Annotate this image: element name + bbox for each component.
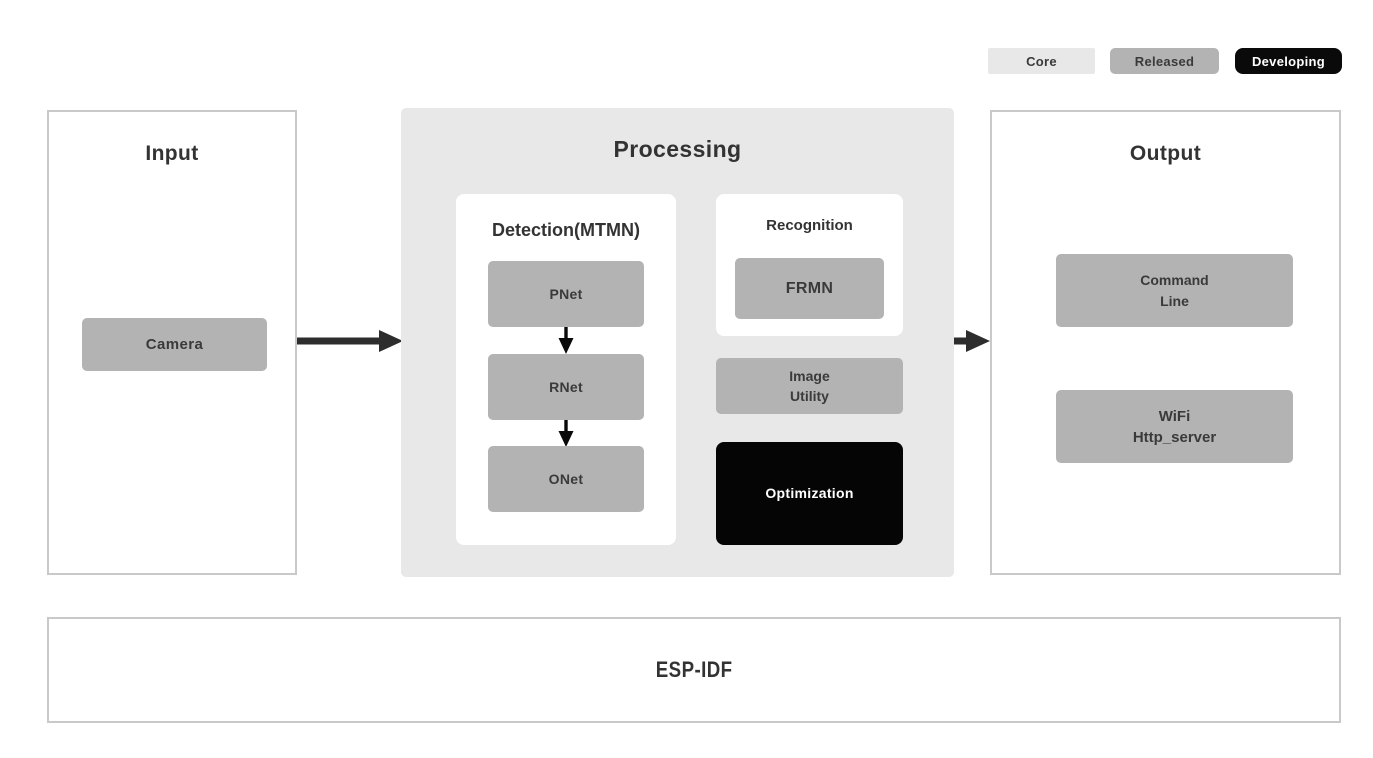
arrow-down-icon	[558, 327, 574, 354]
input-panel-title: Input	[145, 142, 199, 165]
module-wifi-http-server: WiFi Http_server	[1056, 390, 1293, 463]
arrow-right-icon	[954, 330, 990, 352]
detection-title: Detection(MTMN)	[492, 220, 640, 240]
camera-label: Camera	[145, 336, 204, 353]
command-line-line2: Line	[1160, 292, 1189, 309]
arrow-right-icon	[297, 330, 403, 352]
legend-released-label: Released	[1134, 53, 1195, 69]
frmn-label: FRMN	[785, 280, 834, 297]
module-pnet: PNet	[488, 261, 644, 327]
module-frmn: FRMN	[735, 258, 884, 319]
wifi-line2: Http_server	[1132, 428, 1217, 446]
rnet-label: RNet	[549, 378, 583, 395]
legend-item-core: Core	[988, 48, 1095, 74]
esp-idf-title: ESP-IDF	[655, 657, 733, 682]
output-panel-title: Output	[1129, 142, 1202, 165]
image-utility-line2: Utility	[790, 388, 829, 404]
legend-core-label: Core	[1026, 53, 1057, 69]
legend-item-released: Released	[1110, 48, 1219, 74]
legend-developing-label: Developing	[1251, 53, 1326, 69]
detection-subpanel: Detection(MTMN) PNet RNet ONet	[456, 194, 676, 545]
legend-item-developing: Developing	[1235, 48, 1342, 74]
input-panel: Input Camera	[47, 110, 297, 575]
module-image-utility: Image Utility	[716, 358, 903, 414]
module-optimization: Optimization	[716, 442, 903, 545]
optimization-label: Optimization	[765, 485, 854, 501]
esp-idf-panel: ESP-IDF	[47, 617, 1341, 723]
module-command-line: Command Line	[1056, 254, 1293, 327]
image-utility-line1: Image	[789, 368, 830, 384]
recognition-title: Recognition	[766, 217, 853, 234]
output-panel: Output Command Line WiFi Http_server	[990, 110, 1341, 575]
wifi-line1: WiFi	[1158, 407, 1191, 425]
pnet-label: PNet	[549, 285, 583, 302]
recognition-subpanel: Recognition FRMN	[716, 194, 903, 336]
module-onet: ONet	[488, 446, 644, 512]
processing-panel-title: Processing	[613, 136, 742, 162]
command-line-line1: Command	[1140, 271, 1209, 288]
module-camera: Camera	[82, 318, 267, 371]
arrow-down-icon	[558, 420, 574, 447]
processing-panel: Processing Detection(MTMN) PNet RNet ONe…	[401, 108, 954, 577]
module-rnet: RNet	[488, 354, 644, 420]
onet-label: ONet	[548, 470, 584, 487]
